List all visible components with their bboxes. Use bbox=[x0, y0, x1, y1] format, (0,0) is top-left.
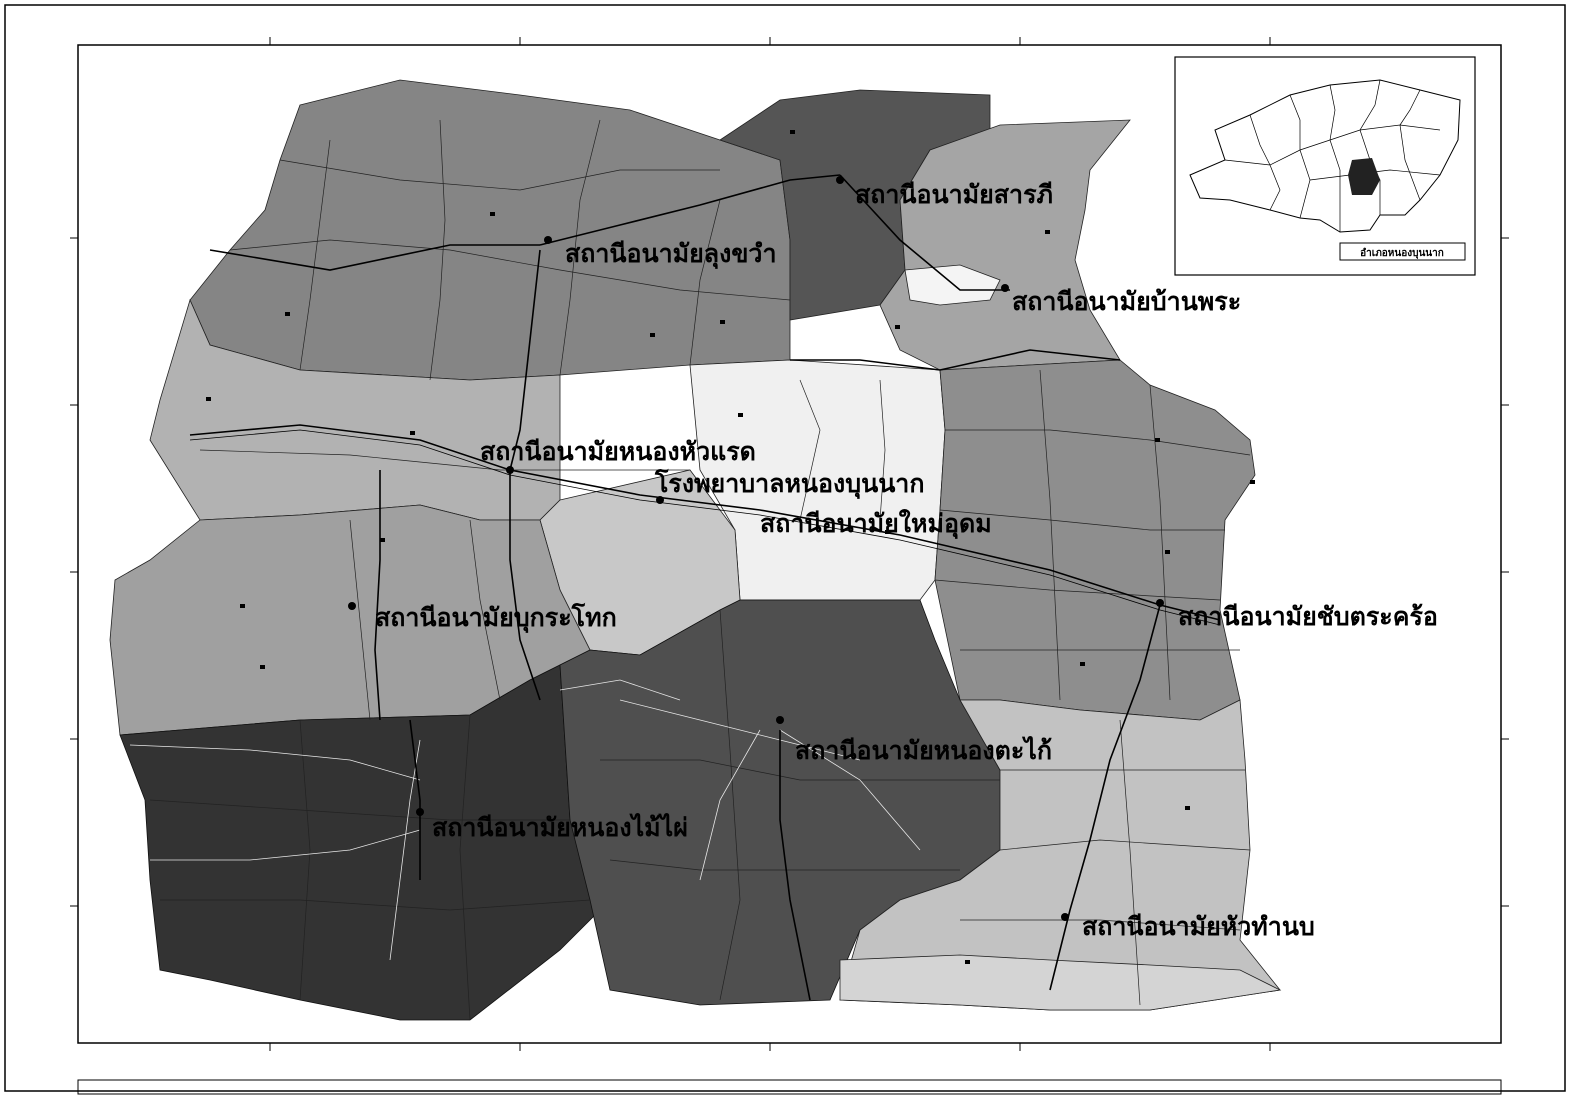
zone-east bbox=[934, 359, 1256, 721]
internal-boundaries bbox=[149, 119, 1251, 1021]
zone-south-east-strip bbox=[839, 954, 1282, 1011]
station-label: สถานีอนามัยหนองตะไก้ bbox=[795, 735, 1052, 765]
district-zones bbox=[109, 79, 1282, 1021]
station-label: สถานีอนามัยลุงขวํา bbox=[565, 239, 777, 270]
district-highlight bbox=[1348, 158, 1380, 195]
village-markers bbox=[206, 130, 1255, 964]
station-label: สถานีอนามัยชับตระคร้อ bbox=[1178, 602, 1438, 631]
bottom-coordinate-ticks bbox=[269, 1043, 1271, 1051]
inset-map: อำเภอหนองบุนนาก bbox=[1174, 56, 1476, 276]
place-labels: สถานีอนามัยสารภีสถานีอนามัยลุงขวําสถานีอ… bbox=[375, 180, 1438, 941]
main-roads bbox=[189, 174, 1221, 1001]
station-label: สถานีอนามัยสารภี bbox=[855, 180, 1053, 209]
province-outline bbox=[1189, 79, 1461, 233]
station-label: สถานีอนามัยใหม่อุดม bbox=[760, 508, 992, 540]
right-coordinate-ticks bbox=[1501, 237, 1509, 907]
outer-frame bbox=[4, 4, 1566, 1092]
station-label: สถานีอนามัยหนองไม้ไผ่ bbox=[432, 812, 688, 842]
health-station-symbols bbox=[348, 176, 1164, 921]
minor-roads bbox=[129, 679, 921, 961]
zone-north-west bbox=[189, 79, 791, 381]
zone-south-west bbox=[119, 664, 611, 1021]
station-label: สถานีอนามัยบุกระโทก bbox=[375, 602, 617, 634]
station-label: สถานีอนามัยหัวทำนบ bbox=[1082, 912, 1315, 941]
inset-map-label: อำเภอหนองบุนนาก bbox=[1360, 247, 1444, 259]
station-label: สถานีอนามัยหนองหัวแรด bbox=[480, 437, 756, 466]
station-label: โรงพยาบาลหนองบุนนาก bbox=[654, 468, 924, 500]
zone-ban-phra-white bbox=[904, 264, 1001, 306]
top-coordinate-ticks bbox=[269, 37, 1271, 45]
left-coordinate-ticks bbox=[70, 237, 78, 907]
legend-strip bbox=[77, 1079, 1502, 1095]
station-label: สถานีอนามัยบ้านพระ bbox=[1012, 287, 1241, 316]
